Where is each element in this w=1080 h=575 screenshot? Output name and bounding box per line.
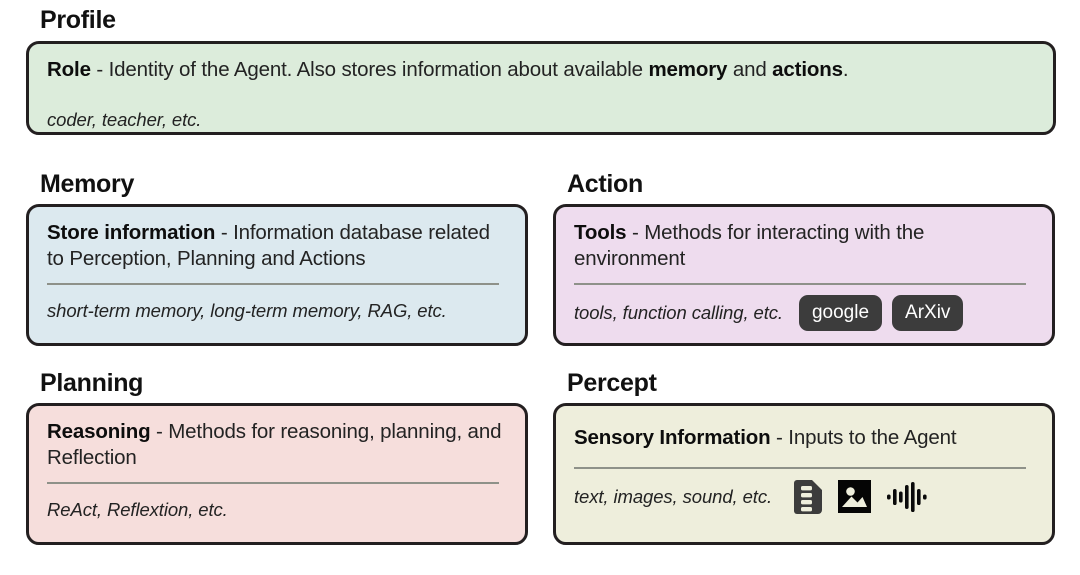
card-percept-examples: text, images, sound, etc. (574, 485, 773, 507)
card-profile-term: Role (47, 58, 91, 81)
image-icon (838, 480, 872, 514)
card-memory-dash: - (215, 221, 234, 244)
card-memory-desc: Information database related to Percepti… (47, 221, 490, 270)
card-action-term: Tools (574, 221, 627, 244)
card-action: Tools - Methods for interacting with the… (553, 204, 1055, 346)
card-memory: Store information - Information database… (26, 204, 528, 346)
card-profile-emphasis-memory: memory (648, 58, 728, 81)
card-memory-divider (47, 282, 499, 285)
card-memory-description: Store information - Information database… (47, 220, 507, 272)
card-percept-description: Sensory Information - Inputs to the Agen… (574, 425, 1034, 451)
card-action-examples: tools, function calling, etc. (574, 302, 783, 324)
badge-google[interactable]: google (798, 295, 883, 332)
card-profile: Role - Identity of the Agent. Also store… (26, 41, 1056, 135)
card-profile-desc-part3: . (842, 58, 849, 81)
card-profile-footer: coder, teacher, etc. (47, 105, 1035, 135)
card-planning-footer: ReAct, Reflextion, etc. (47, 495, 507, 525)
card-action-tool-badges: google ArXiv (798, 295, 964, 332)
section-heading-planning: Planning (40, 369, 144, 397)
card-action-dash: - (626, 221, 645, 244)
card-planning-examples: ReAct, Reflextion, etc. (47, 498, 228, 520)
document-icon (794, 479, 823, 514)
section-heading-action: Action (567, 170, 643, 198)
card-memory-examples: short-term memory, long-term memory, RAG… (47, 299, 447, 321)
card-profile-desc-part2: and (727, 58, 773, 81)
card-profile-desc-part1: Identity of the Agent. Also stores infor… (108, 58, 649, 81)
card-percept-term: Sensory Information (574, 426, 771, 449)
card-percept-modality-icons (794, 479, 929, 514)
section-heading-profile: Profile (40, 6, 116, 34)
card-memory-term: Store information (47, 221, 216, 244)
card-profile-examples: coder, teacher, etc. (47, 108, 202, 130)
card-percept-desc: Inputs to the Agent (788, 426, 957, 449)
card-percept-divider (574, 466, 1026, 469)
card-memory-footer: short-term memory, long-term memory, RAG… (47, 296, 507, 326)
card-profile-dash: - (90, 58, 109, 81)
card-planning-description: Reasoning - Methods for reasoning, plann… (47, 419, 507, 471)
card-percept-footer: text, images, sound, etc. (574, 479, 1034, 514)
card-profile-emphasis-actions: actions (772, 58, 843, 81)
section-heading-memory: Memory (40, 170, 135, 198)
card-action-footer: tools, function calling, etc. google ArX… (574, 295, 1034, 332)
card-action-description: Tools - Methods for interacting with the… (574, 220, 1034, 272)
card-percept: Sensory Information - Inputs to the Agen… (553, 403, 1055, 545)
sound-wave-icon (887, 481, 929, 513)
card-action-desc: Methods for interacting with the environ… (574, 221, 925, 270)
card-percept-dash: - (770, 426, 789, 449)
badge-arxiv[interactable]: ArXiv (892, 295, 964, 332)
card-planning-dash: - (150, 420, 169, 443)
card-action-divider (574, 282, 1026, 285)
card-profile-description: Role - Identity of the Agent. Also store… (47, 57, 1035, 83)
section-heading-percept: Percept (567, 369, 657, 397)
card-planning: Reasoning - Methods for reasoning, plann… (26, 403, 528, 545)
card-planning-desc: Methods for reasoning, planning, and Ref… (47, 420, 502, 469)
card-planning-divider (47, 481, 499, 484)
card-planning-term: Reasoning (47, 420, 151, 443)
